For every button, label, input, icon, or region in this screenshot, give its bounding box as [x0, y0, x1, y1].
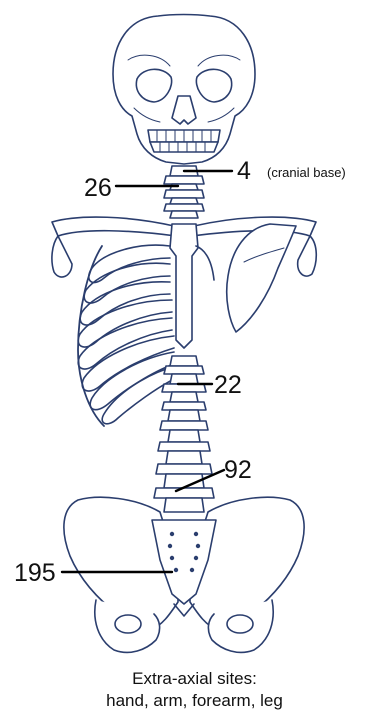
- sacral-count-label: 195: [14, 561, 56, 586]
- caption-line-1: Extra-axial sites:: [0, 668, 389, 689]
- cervical-count-label: 26: [84, 176, 112, 201]
- thoracic-count-label: 22: [214, 373, 242, 398]
- rib-cage: [78, 245, 176, 426]
- skull: [113, 15, 255, 165]
- cranial-note-label: (cranial base): [267, 166, 346, 179]
- lumbar-count-label: 92: [224, 458, 252, 483]
- cranial-count-label: 4: [237, 159, 251, 184]
- cervical-spine: [164, 166, 204, 218]
- caption-line-2: hand, arm, forearm, leg: [0, 690, 389, 711]
- sternum: [170, 224, 198, 348]
- right-rib-edge: [196, 246, 214, 280]
- pelvis: [64, 497, 304, 652]
